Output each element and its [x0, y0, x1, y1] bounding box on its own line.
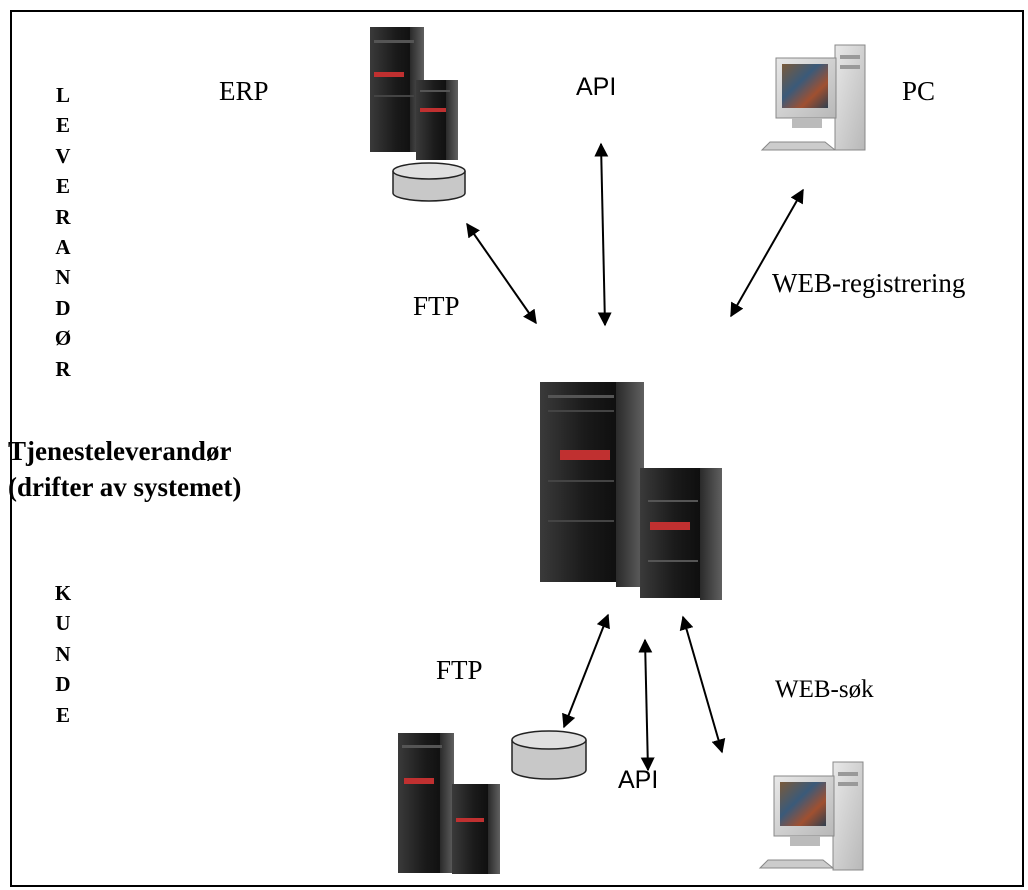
supplier-vertical-label: L E V E R A N D Ø R	[54, 83, 72, 381]
customer-server-icon	[398, 733, 500, 874]
erp-database-icon	[392, 162, 466, 202]
pc-desktop-icon	[760, 44, 866, 151]
api-top-arrow	[594, 142, 612, 327]
erp-server-icon	[370, 27, 458, 160]
pc-label: PC	[902, 76, 936, 106]
service-provider-heading: Tjenesteleverandør (drifter av systemet)	[8, 433, 241, 505]
erp-label: ERP	[219, 76, 269, 106]
web-registration-label: WEB-registrering	[772, 268, 966, 298]
web-registration-arrow	[730, 188, 804, 318]
service-provider-title: Tjenesteleverandør	[8, 436, 232, 466]
service-provider-subtitle: (drifter av systemet)	[8, 472, 242, 502]
web-search-label: WEB-søk	[775, 676, 874, 703]
central-server-icon	[540, 382, 722, 600]
ftp-top-arrow	[466, 222, 537, 325]
diagram-frame	[10, 10, 1024, 887]
api-bottom-label: API	[618, 766, 659, 794]
api-bottom-arrow	[638, 638, 655, 772]
api-top-label: API	[576, 73, 617, 101]
customer-pc-desktop-icon	[758, 761, 864, 871]
web-search-arrow	[679, 615, 726, 754]
ftp-top-label: FTP	[413, 291, 460, 321]
ftp-bottom-label: FTP	[436, 655, 483, 685]
ftp-bottom-arrow	[562, 613, 610, 729]
customer-database-icon	[511, 730, 587, 780]
customer-vertical-label: K U N D E	[54, 581, 72, 727]
